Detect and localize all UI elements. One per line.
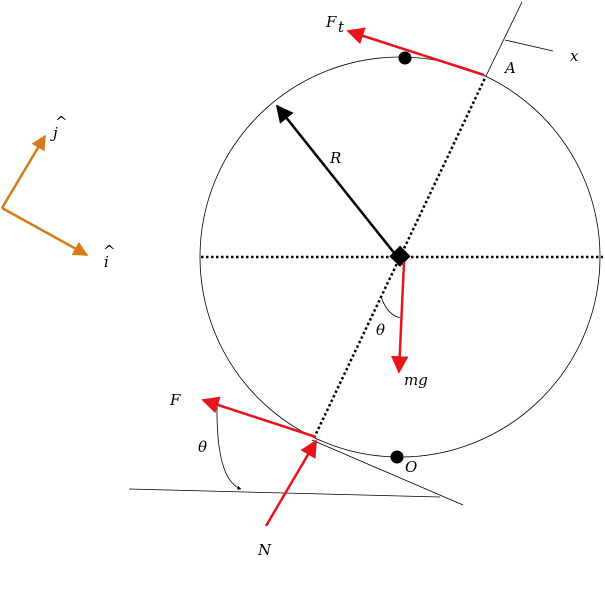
label-force-top: F — [325, 13, 337, 31]
angle-arc-center — [380, 295, 403, 319]
friction-force-arrow — [201, 396, 317, 439]
label-unit-i-hat: ^ — [103, 242, 116, 260]
label-unit-i: i — [104, 253, 109, 271]
contact-dot-o — [390, 450, 404, 464]
x-axis-line — [504, 39, 554, 52]
unit-vector-i-arrow — [1, 206, 89, 257]
radius-arrow — [275, 104, 396, 255]
label-point-o: O — [405, 458, 417, 476]
normal-force-arrow — [264, 439, 318, 527]
label-weight: mg — [404, 371, 428, 389]
label-force-bottom: F — [169, 391, 181, 409]
tangential-force-arrow — [346, 27, 485, 77]
label-normal: N — [257, 541, 272, 559]
label-radius: R — [329, 149, 341, 167]
label-unit-j-hat: ^ — [55, 113, 68, 131]
label-axis-x: x — [570, 47, 579, 65]
top-dot — [398, 51, 412, 65]
label-unit-j: j — [50, 124, 58, 142]
label-angle-center: θ — [376, 321, 385, 339]
tilted-axis-extension — [485, 1, 523, 77]
weight-arrow — [390, 261, 409, 374]
incline-line — [311, 439, 464, 506]
label-angle-bottom: θ — [198, 438, 207, 456]
label-point-a: A — [503, 59, 516, 77]
unit-vector-j-arrow — [0, 134, 47, 209]
angle-arc-bottom — [215, 401, 242, 490]
label-force-top-sub: t — [338, 18, 345, 36]
center-hub — [389, 245, 411, 267]
